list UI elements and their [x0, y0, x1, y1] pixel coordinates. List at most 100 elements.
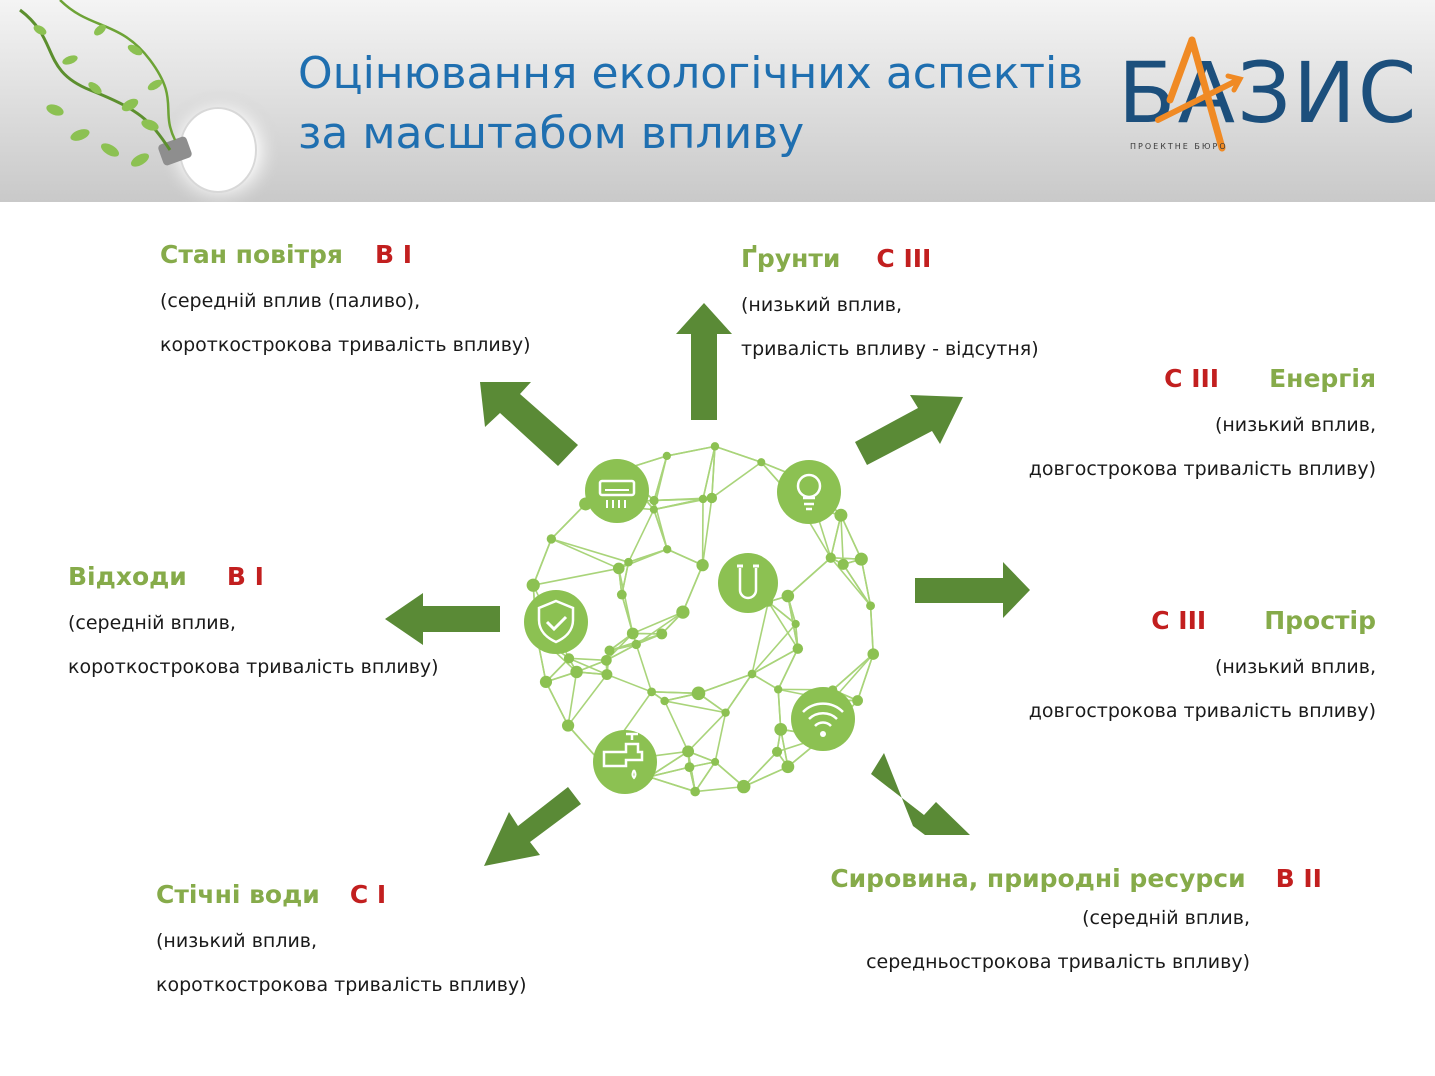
network-line — [635, 644, 653, 693]
network-line — [568, 657, 608, 676]
logo-text: БАЗИС — [1118, 44, 1419, 142]
network-line — [545, 681, 569, 726]
network-line — [860, 559, 872, 606]
aspect-desc-2: короткострокова тривалість впливу) — [68, 656, 439, 678]
network-line — [751, 673, 779, 691]
network-node — [737, 779, 751, 794]
network-line — [869, 605, 875, 655]
shield-check-icon — [524, 590, 588, 654]
network-node — [631, 639, 641, 650]
network-node — [649, 505, 658, 514]
network-line — [648, 750, 689, 778]
air-conditioner-icon — [585, 459, 649, 523]
network-line — [653, 509, 668, 550]
network-node — [781, 760, 795, 774]
aspect-desc-2: довгострокова тривалість впливу) — [1028, 458, 1376, 480]
aspect-desc-2: довгострокова тривалість впливу) — [1028, 700, 1376, 722]
aspect-desc-1: (середній вплив (паливо), — [160, 290, 421, 312]
network-node — [825, 552, 836, 563]
network-line — [568, 657, 607, 662]
network-line — [551, 538, 629, 563]
network-node — [539, 675, 553, 688]
network-node — [781, 589, 795, 603]
network-node — [837, 558, 849, 570]
network-line — [533, 567, 619, 586]
aspect-desc-2: короткострокова тривалість впливу) — [160, 334, 531, 356]
arrow-to-soil — [676, 303, 732, 420]
aspect-desc-2: середньострокова тривалість впливу) — [866, 951, 1250, 973]
network-line — [832, 653, 874, 691]
network-line — [787, 557, 832, 597]
aspect-name: Ґрунти — [741, 244, 841, 273]
wifi-icon — [791, 687, 855, 751]
network-node — [791, 619, 800, 629]
network-node — [662, 451, 671, 461]
network-line — [743, 766, 789, 788]
network-node — [649, 495, 659, 506]
network-node — [854, 552, 868, 566]
logo-triangle-mark-icon — [1155, 36, 1244, 152]
network-line — [663, 700, 689, 752]
aspect-name: Сировина, природні ресурси — [830, 864, 1246, 893]
network-line — [648, 776, 696, 793]
network-line — [550, 503, 587, 540]
lightbulb-icon — [777, 460, 841, 524]
aspect-code: В ІІ — [1275, 864, 1322, 893]
aspect-code: В І — [226, 562, 264, 591]
network-line — [653, 455, 668, 501]
aspect-name: Стічні води — [156, 880, 320, 909]
network-node — [696, 558, 709, 572]
aspect-desc-1: (низький вплив, — [1214, 414, 1376, 436]
network-line — [840, 515, 845, 565]
network-node — [834, 508, 848, 522]
network-line — [664, 700, 726, 714]
network-line — [840, 514, 863, 560]
network-node — [771, 746, 783, 757]
network-line — [617, 568, 634, 634]
network-line — [767, 601, 799, 650]
aspect-code: С ІІІ — [1164, 364, 1220, 393]
network-line — [767, 601, 797, 625]
network-line — [777, 648, 799, 690]
network-node — [684, 762, 695, 773]
aspect-code: С ІІІ — [1151, 606, 1207, 635]
aspects-diagram: Стан повітря В І (середній вплив (паливо)… — [0, 202, 1435, 1076]
network-line — [711, 461, 762, 499]
network-node — [706, 492, 718, 504]
aspect-name: Відходи — [68, 562, 187, 591]
network-line — [606, 643, 637, 662]
page-title: Оцінювання екологічних аспектів за масшт… — [298, 44, 1083, 164]
network-node — [601, 669, 613, 681]
aspect-desc-1: (низький вплив, — [741, 294, 903, 316]
network-line — [724, 673, 753, 714]
network-node — [601, 654, 612, 666]
network-line — [648, 766, 690, 778]
aspect-air: Стан повітря В І (середній вплив (паливо)… — [160, 240, 531, 356]
aspect-code: В І — [374, 240, 413, 269]
network-line — [751, 623, 797, 675]
network-line — [777, 689, 782, 730]
network-node — [757, 458, 766, 467]
network-line — [666, 445, 716, 457]
aspect-desc-2: короткострокова тривалість впливу) — [156, 974, 527, 996]
network-node — [626, 627, 639, 640]
logo-subtitle: ПРОЕКТНЕ БЮРО — [1130, 142, 1228, 151]
network-node — [604, 645, 615, 656]
network-node — [867, 648, 879, 660]
network-line — [632, 611, 684, 635]
network-node — [698, 494, 708, 504]
network-line — [551, 538, 620, 570]
plug-icon — [718, 553, 778, 613]
network-node — [711, 757, 720, 766]
network-line — [842, 563, 872, 607]
aspect-name: Стан повітря — [160, 240, 343, 269]
network-line — [698, 673, 753, 695]
network-node — [682, 745, 695, 758]
network-node — [526, 578, 540, 592]
aspect-code: С І — [349, 880, 387, 909]
network-node — [774, 685, 783, 694]
